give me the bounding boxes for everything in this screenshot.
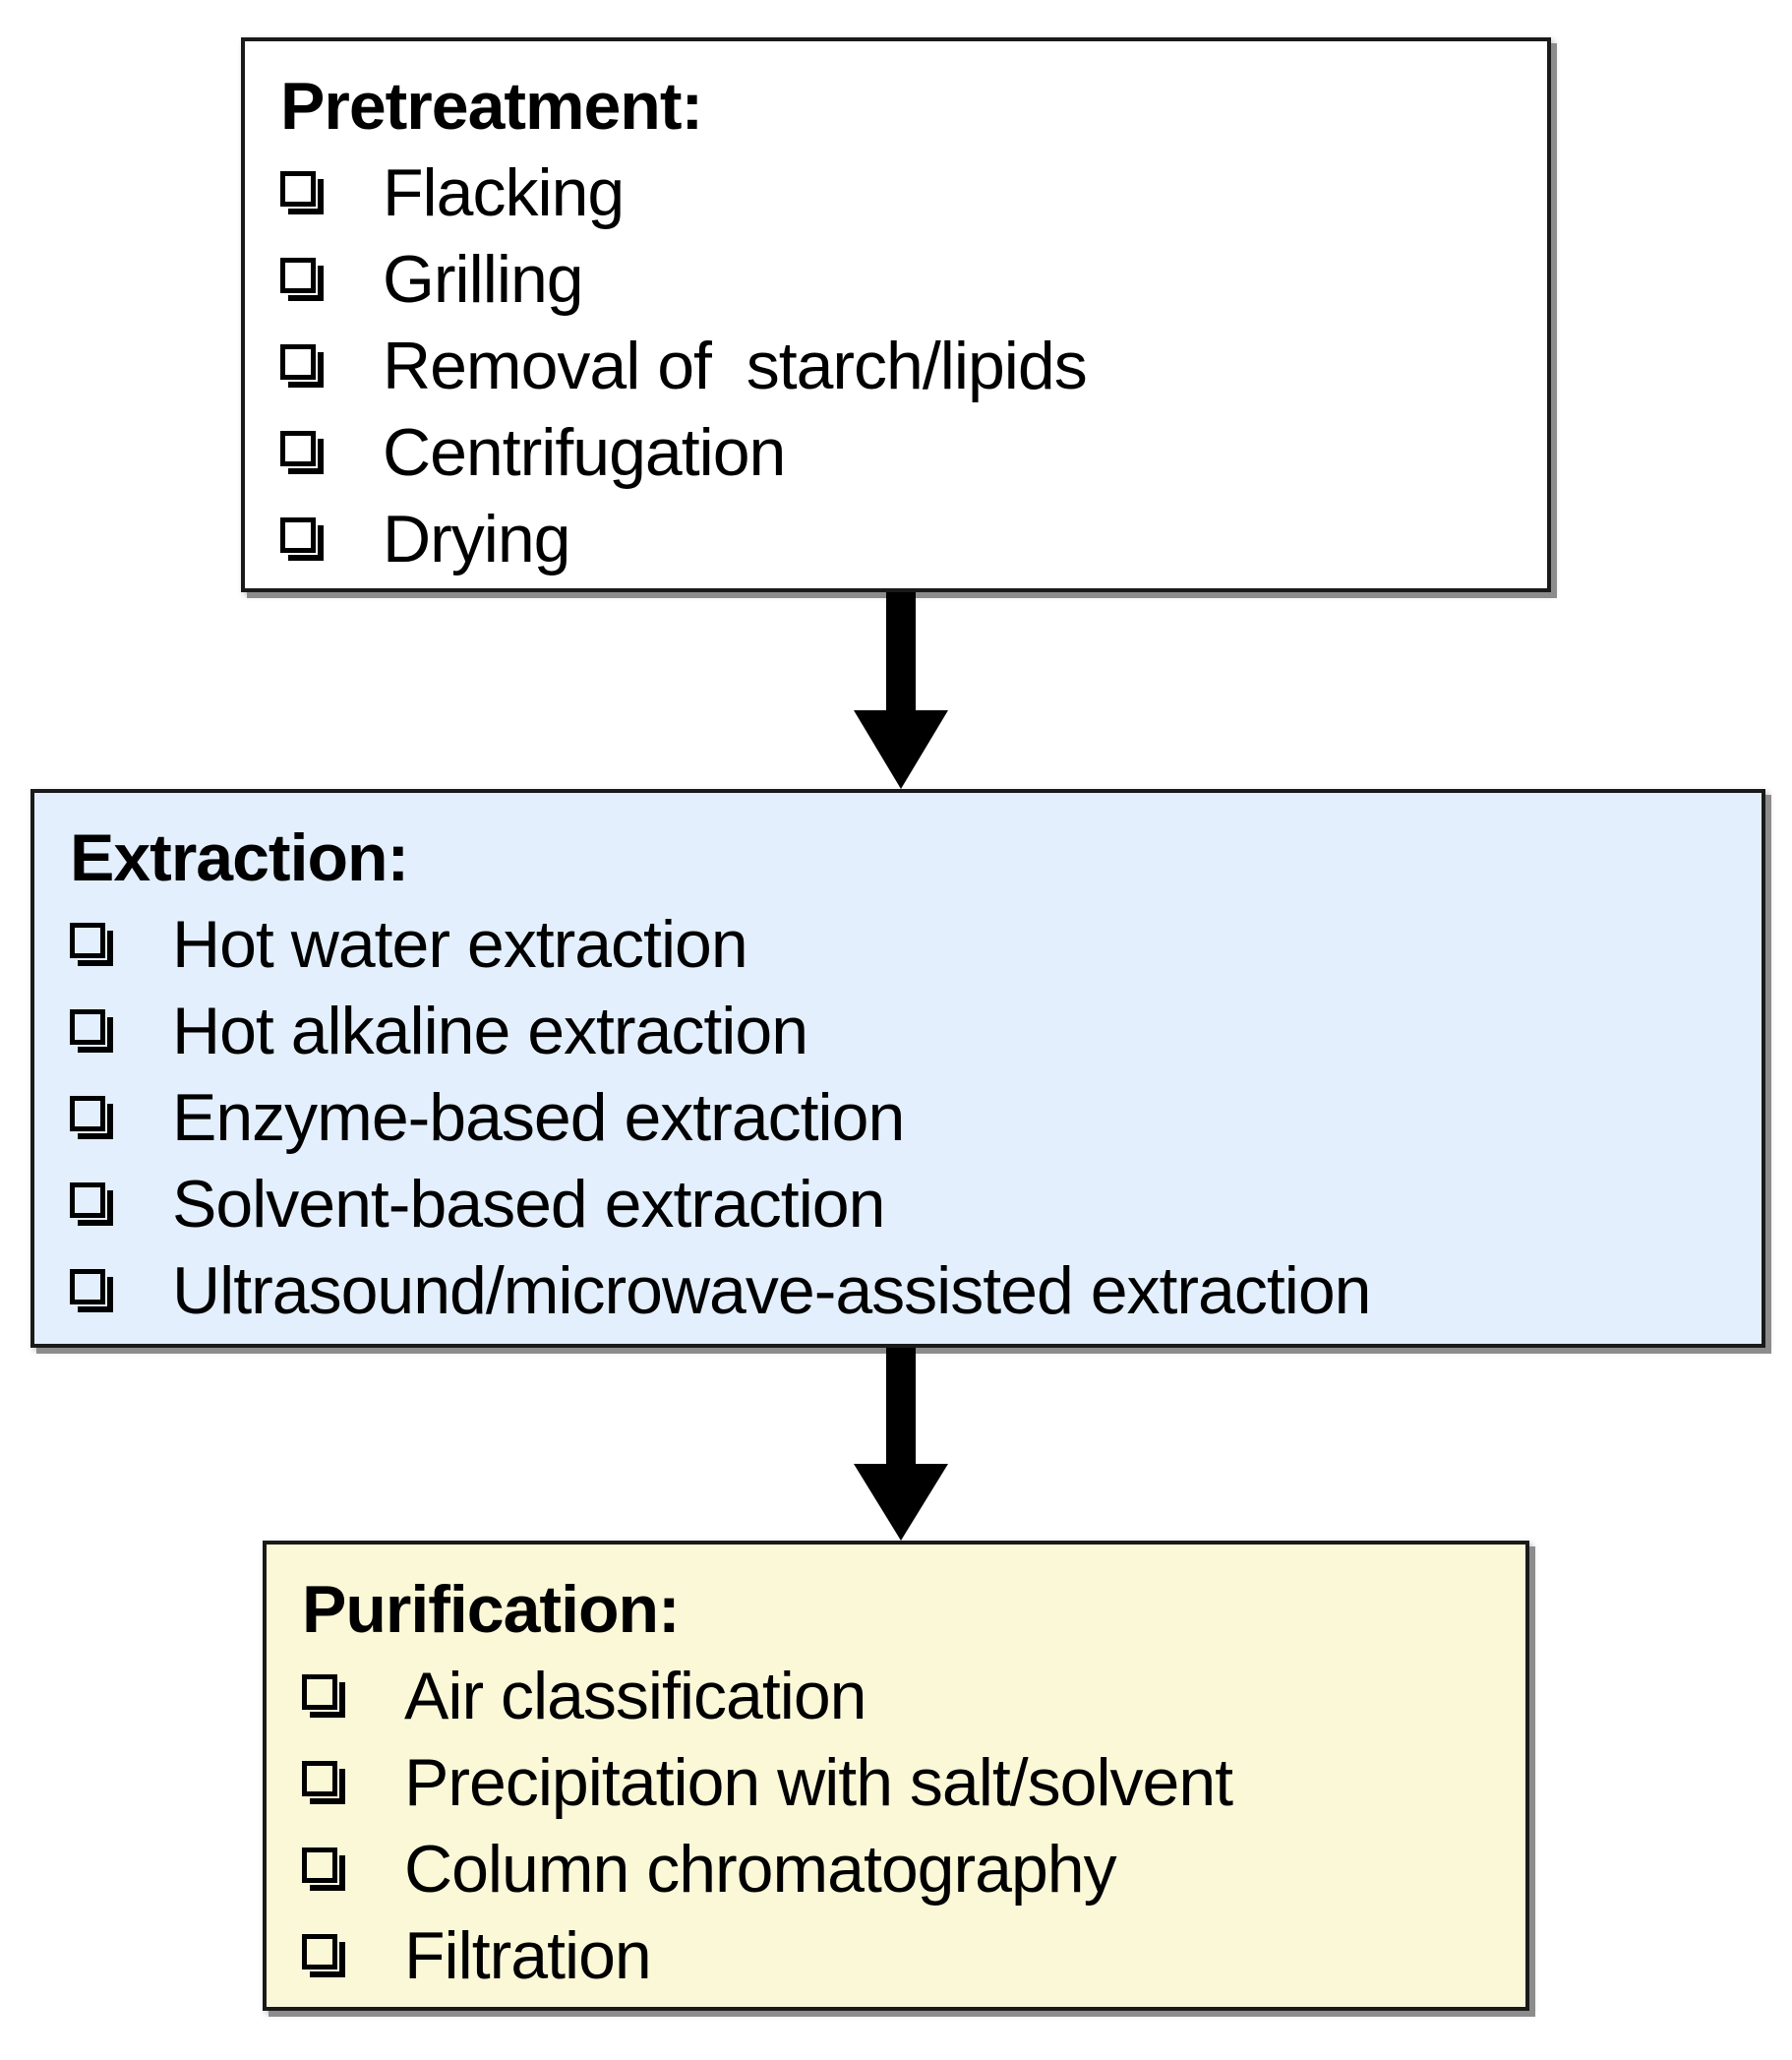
list-item-label: Hot alkaline extraction bbox=[172, 994, 808, 1068]
purification-title: Purification: bbox=[302, 1572, 681, 1647]
list-item-label: Drying bbox=[383, 502, 570, 576]
extraction-box: Extraction: Hot water extraction Hot alk… bbox=[30, 789, 1765, 1348]
list-item: Drying bbox=[280, 496, 1547, 582]
list-item: Removal of starch/lipids bbox=[280, 323, 1547, 409]
checkbox-icon bbox=[280, 344, 324, 388]
checkbox-icon bbox=[70, 923, 113, 966]
list-item-label: Air classification bbox=[404, 1659, 866, 1733]
list-item: Solvent-based extraction bbox=[70, 1161, 1762, 1247]
list-item: Filtration bbox=[302, 1912, 1525, 1999]
pretreatment-box: Pretreatment: Flacking Grilling Removal … bbox=[241, 37, 1551, 592]
arrow-down-icon bbox=[854, 1348, 948, 1541]
list-item-label: Solvent-based extraction bbox=[172, 1167, 885, 1242]
checkbox-icon bbox=[280, 258, 324, 301]
pretreatment-list: Flacking Grilling Removal of starch/lipi… bbox=[280, 150, 1547, 582]
checkbox-icon bbox=[302, 1934, 345, 1977]
checkbox-icon bbox=[302, 1848, 345, 1891]
list-item: Column chromatography bbox=[302, 1826, 1525, 1912]
checkbox-icon bbox=[302, 1761, 345, 1804]
list-item: Flacking bbox=[280, 150, 1547, 236]
list-item: Centrifugation bbox=[280, 409, 1547, 496]
list-item: Air classification bbox=[302, 1653, 1525, 1739]
list-item-label: Precipitation with salt/solvent bbox=[404, 1745, 1233, 1820]
list-item-label: Flacking bbox=[383, 155, 625, 230]
extraction-title: Extraction: bbox=[70, 820, 409, 895]
checkbox-icon bbox=[280, 517, 324, 561]
purification-list: Air classification Precipitation with sa… bbox=[302, 1653, 1525, 1999]
list-item-label: Filtration bbox=[404, 1918, 652, 1993]
checkbox-icon bbox=[70, 1096, 113, 1139]
list-item-label: Grilling bbox=[383, 242, 584, 317]
checkbox-icon bbox=[70, 1009, 113, 1053]
list-item: Grilling bbox=[280, 236, 1547, 323]
list-item: Ultrasound/microwave-assisted extraction bbox=[70, 1247, 1762, 1334]
list-item: Hot alkaline extraction bbox=[70, 988, 1762, 1074]
list-item: Enzyme-based extraction bbox=[70, 1074, 1762, 1161]
list-item-label: Column chromatography bbox=[404, 1832, 1117, 1907]
list-item-label: Hot water extraction bbox=[172, 907, 748, 982]
list-item-label: Enzyme-based extraction bbox=[172, 1080, 905, 1155]
pretreatment-title: Pretreatment: bbox=[280, 69, 703, 144]
list-item-label: Centrifugation bbox=[383, 415, 786, 490]
list-item: Precipitation with salt/solvent bbox=[302, 1739, 1525, 1826]
extraction-list: Hot water extraction Hot alkaline extrac… bbox=[70, 901, 1762, 1334]
checkbox-icon bbox=[70, 1269, 113, 1312]
list-item-label: Ultrasound/microwave-assisted extraction bbox=[172, 1253, 1371, 1328]
checkbox-icon bbox=[70, 1182, 113, 1226]
purification-box: Purification: Air classification Precipi… bbox=[263, 1541, 1529, 2011]
checkbox-icon bbox=[280, 171, 324, 214]
list-item-label: Removal of starch/lipids bbox=[383, 329, 1088, 403]
list-item: Hot water extraction bbox=[70, 901, 1762, 988]
checkbox-icon bbox=[302, 1674, 345, 1718]
arrow-down-icon bbox=[854, 592, 948, 789]
checkbox-icon bbox=[280, 431, 324, 474]
